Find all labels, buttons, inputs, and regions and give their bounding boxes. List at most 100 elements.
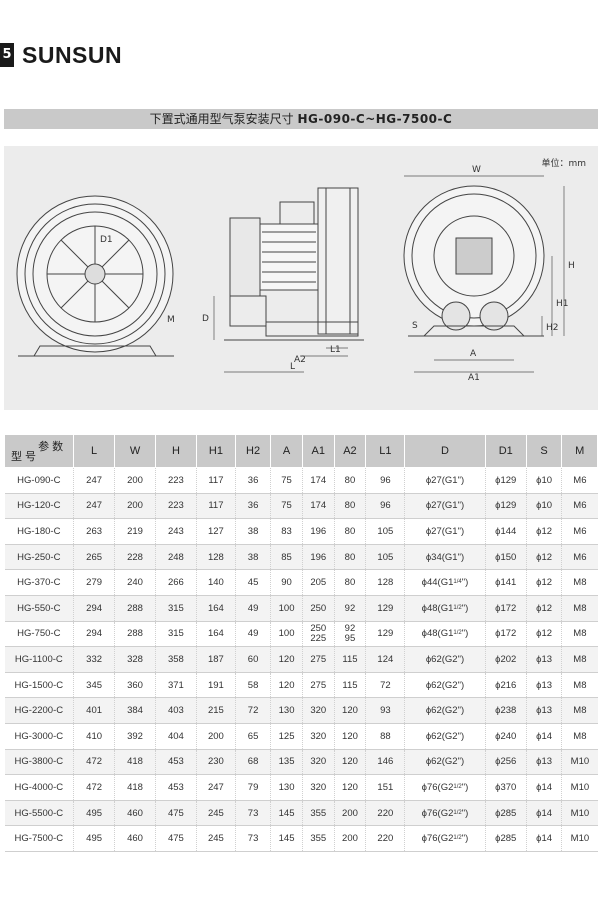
rear-view-dimensions bbox=[404, 175, 565, 373]
cell-h2: 36 bbox=[235, 467, 272, 494]
cell-s: ϕ12 bbox=[526, 544, 563, 571]
cell-h: 358 bbox=[155, 646, 197, 673]
cell-h2: 36 bbox=[235, 493, 272, 520]
cell-model: HG-5500-C bbox=[4, 800, 75, 827]
cell-model: HG-120-C bbox=[4, 493, 75, 520]
cell-h2: 68 bbox=[235, 749, 272, 776]
cell-a1: 174 bbox=[302, 493, 335, 520]
label-a2: A2 bbox=[294, 355, 306, 365]
side-view-drawing bbox=[224, 187, 364, 341]
cell-d-fraction: 1/2 bbox=[453, 835, 462, 842]
cell-m: M8 bbox=[561, 595, 598, 622]
cell-a1: 355 bbox=[302, 825, 335, 852]
section-title: 下置式通用型气泵安装尺寸 HG-090-C~HG-7500-C bbox=[4, 109, 598, 129]
cell-s: ϕ13 bbox=[526, 749, 563, 776]
cell-l1: 93 bbox=[365, 697, 406, 724]
cell-w: 460 bbox=[114, 825, 156, 852]
rear-view-labels: W H H1 H2 A A1 S bbox=[412, 165, 575, 383]
cell-l: 263 bbox=[73, 518, 116, 545]
cell-d1: ϕ172 bbox=[485, 621, 527, 648]
cell-d: ϕ27(G1") bbox=[404, 518, 486, 545]
cell-a1: 320 bbox=[302, 723, 335, 750]
cell-l: 294 bbox=[73, 595, 116, 622]
cell-d-fraction: 1/2 bbox=[453, 604, 462, 611]
col-header: D bbox=[404, 434, 486, 468]
cell-l: 279 bbox=[73, 569, 116, 596]
cell-h1: 127 bbox=[196, 518, 236, 545]
front-view-drawing bbox=[16, 195, 174, 357]
cell-d: ϕ62(G2") bbox=[404, 646, 486, 673]
label-l1: L1 bbox=[330, 345, 341, 355]
front-view-labels: D1 M bbox=[100, 235, 175, 325]
cell-d-fraction: 1/2 bbox=[453, 783, 462, 790]
cell-d: ϕ76(G21/2") bbox=[404, 774, 486, 801]
cell-a1: 174 bbox=[302, 467, 335, 494]
cell-w: 418 bbox=[114, 749, 156, 776]
cell-a: 75 bbox=[270, 467, 303, 494]
cell-d: ϕ48(G11/2") bbox=[404, 621, 486, 648]
cell-h1: 215 bbox=[196, 697, 236, 724]
cell-a1: 320 bbox=[302, 774, 335, 801]
cell-model: HG-180-C bbox=[4, 518, 75, 545]
col-header: H bbox=[154, 434, 197, 468]
cell-l: 265 bbox=[73, 544, 116, 571]
cell-d-main: ϕ44(G1 bbox=[421, 577, 454, 589]
cell-d: ϕ76(G21/2") bbox=[404, 800, 486, 827]
spec-table: 参 数 型 号 L W H H1 H2 A A1 A2 L1 D D1 S M … bbox=[3, 434, 598, 852]
cell-m: M6 bbox=[561, 467, 598, 494]
cell-a1: 205 bbox=[302, 569, 335, 596]
cell-m: M8 bbox=[561, 697, 598, 724]
cell-m: M6 bbox=[561, 493, 598, 520]
cell-a1: 250 bbox=[302, 595, 335, 622]
cell-a2: 92 bbox=[334, 595, 367, 622]
cell-d1: ϕ216 bbox=[485, 672, 527, 699]
cell-h1: 117 bbox=[196, 493, 236, 520]
cell-s: ϕ12 bbox=[526, 621, 563, 648]
cell-l: 472 bbox=[73, 774, 116, 801]
cell-model: HG-370-C bbox=[4, 569, 75, 596]
cell-a: 135 bbox=[270, 749, 303, 776]
cell-a2: 200 bbox=[334, 800, 367, 827]
cell-model: HG-4000-C bbox=[4, 774, 75, 801]
cell-model: HG-3000-C bbox=[4, 723, 75, 750]
cell-m: M6 bbox=[561, 544, 598, 571]
cell-h: 475 bbox=[155, 825, 197, 852]
cell-l1: 72 bbox=[365, 672, 406, 699]
cell-d1: ϕ240 bbox=[485, 723, 527, 750]
cell-l: 401 bbox=[73, 697, 116, 724]
cell-d-main: ϕ76(G2 bbox=[421, 833, 454, 845]
cell-d1: ϕ285 bbox=[485, 825, 527, 852]
col-header: H2 bbox=[234, 434, 272, 468]
cell-model: HG-1500-C bbox=[4, 672, 75, 699]
cell-h1: 191 bbox=[196, 672, 236, 699]
cell-h: 403 bbox=[155, 697, 197, 724]
cell-a: 120 bbox=[270, 646, 303, 673]
cell-h: 248 bbox=[155, 544, 197, 571]
cell-d: ϕ62(G2") bbox=[404, 723, 486, 750]
cell-h2: 58 bbox=[235, 672, 272, 699]
cell-w: 360 bbox=[114, 672, 156, 699]
cell-d-tail: ") bbox=[461, 833, 469, 845]
cell-a2: 80 bbox=[334, 518, 367, 545]
cell-d-main: ϕ76(G2 bbox=[421, 807, 454, 819]
cell-d-tail: ") bbox=[461, 628, 469, 640]
spec-table-header: 参 数 型 号 L W H H1 H2 A A1 A2 L1 D D1 S M bbox=[3, 434, 598, 468]
cell-a: 145 bbox=[270, 800, 303, 827]
cell-d-main: ϕ48(G1 bbox=[421, 602, 454, 614]
cell-h: 371 bbox=[155, 672, 197, 699]
cell-s: ϕ14 bbox=[526, 723, 563, 750]
cell-w: 228 bbox=[114, 544, 156, 571]
cell-s: ϕ12 bbox=[526, 595, 563, 622]
cell-d: ϕ34(G1") bbox=[404, 544, 486, 571]
corner-model: 型 号 bbox=[11, 451, 37, 463]
cell-d1: ϕ129 bbox=[485, 467, 527, 494]
cell-h: 266 bbox=[155, 569, 197, 596]
col-header: H1 bbox=[195, 434, 236, 468]
cell-d1: ϕ141 bbox=[485, 569, 527, 596]
cell-m: M10 bbox=[561, 825, 598, 852]
